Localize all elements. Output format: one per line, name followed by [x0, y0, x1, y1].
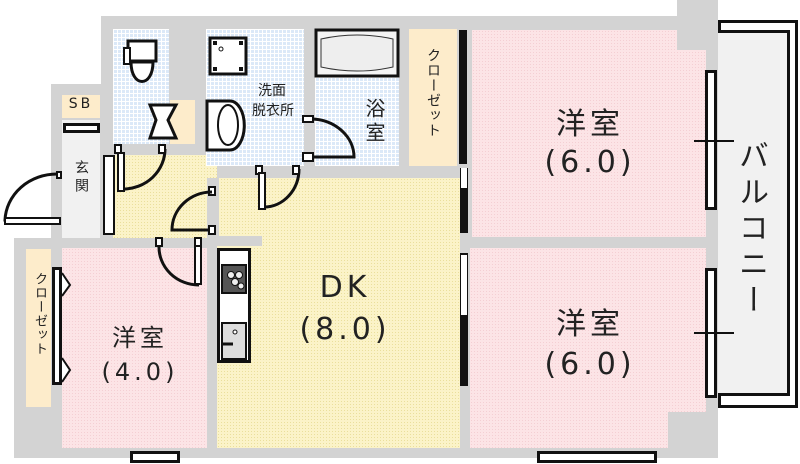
dk-wall-top	[217, 236, 262, 246]
western-room-3-name: 洋室	[112, 324, 168, 352]
closet-left-door	[52, 267, 62, 385]
balcony-label: バルコニー	[733, 140, 768, 320]
closet-top-label: クローゼット	[425, 48, 441, 138]
dk-door[interactable]	[168, 186, 218, 236]
western-room-2	[470, 248, 706, 448]
hallway	[113, 155, 217, 238]
room1-window-mark	[694, 140, 734, 142]
western-room-2-size: (6.0)	[544, 347, 636, 382]
entrance	[62, 120, 100, 238]
washing-machine-icon	[208, 36, 248, 76]
room2-sliding-door[interactable]	[460, 253, 468, 386]
bathroom-label: 浴室	[362, 98, 386, 146]
shoe-box-label: SB	[68, 96, 94, 112]
room1-sliding-door[interactable]	[460, 168, 468, 233]
western-room-2-name: 洋室	[556, 307, 624, 342]
dk-name: DK	[319, 270, 371, 305]
western-room-3-size: (4.0)	[101, 358, 179, 386]
room3-bottom-window[interactable]	[130, 451, 180, 463]
bathtub-icon	[314, 28, 400, 78]
sink-icon	[221, 322, 247, 360]
western-room-1-name: 洋室	[556, 107, 624, 142]
dining-kitchen	[217, 178, 460, 448]
shoe-box-shelf	[63, 123, 100, 133]
notch-top-left	[51, 16, 101, 84]
room1-sliding-door-panel	[461, 168, 467, 188]
toilet-door[interactable]	[113, 143, 173, 193]
toilet-sink-icon	[147, 103, 179, 140]
room1-corner	[677, 30, 706, 50]
washroom-label-line2: 脱衣所	[252, 103, 294, 119]
closet-left-door-arrows	[61, 272, 72, 383]
western-room-1-size: (6.0)	[544, 145, 636, 180]
entrance-label: 玄関	[73, 160, 89, 196]
bathroom-door[interactable]	[302, 115, 357, 165]
entrance-door[interactable]	[3, 170, 63, 230]
entrance-step	[103, 155, 115, 235]
shoe-box	[62, 95, 100, 118]
closet-left	[26, 249, 51, 407]
room2-corner	[668, 412, 706, 448]
closet-left-label: クローゼット	[32, 272, 47, 356]
western-room-1	[472, 30, 706, 237]
room2-sliding-door-panel	[461, 255, 467, 315]
room2-bottom-window[interactable]	[537, 451, 657, 463]
room3-door[interactable]	[155, 237, 205, 287]
closet-top-sliding-door[interactable]	[459, 30, 467, 164]
closet-top	[409, 29, 457, 166]
toilet-icon	[123, 39, 158, 83]
dk-size: (8.0)	[299, 312, 391, 347]
balcony-floor	[718, 30, 790, 396]
stove-icon	[221, 264, 247, 294]
washroom-door[interactable]	[255, 165, 305, 215]
room2-window-mark	[694, 332, 734, 334]
wash-basin-icon	[205, 99, 246, 152]
washroom-label-line1: 洗面	[258, 83, 286, 99]
